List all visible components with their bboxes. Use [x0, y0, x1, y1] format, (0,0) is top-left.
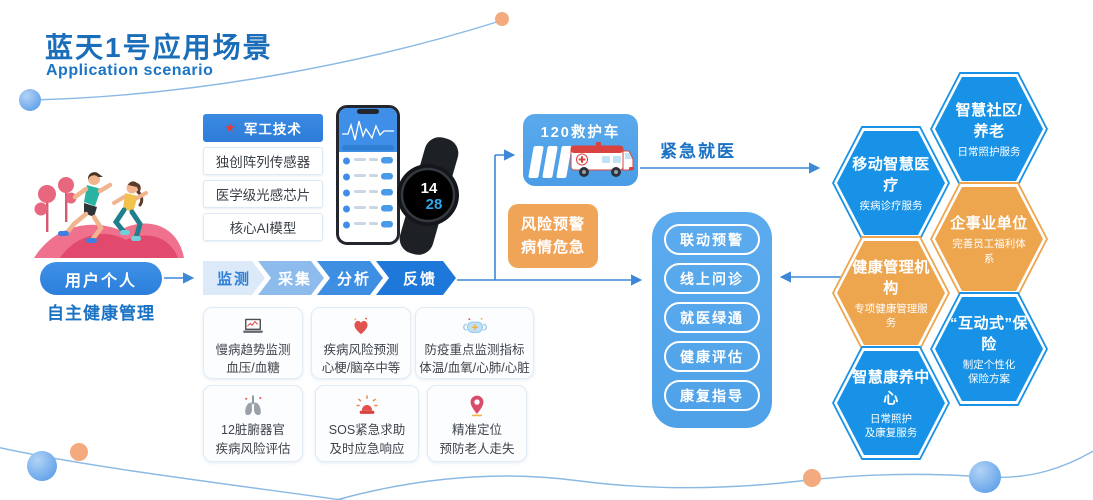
card-title: 慢病趋势监测	[215, 342, 291, 357]
speed-stripes	[528, 146, 572, 178]
card-subtitle: 血压/血糖	[226, 361, 280, 376]
service-item: 联动预警	[664, 224, 760, 255]
card-title: 精准定位	[451, 423, 502, 437]
page-title: 蓝天1号应用场景	[45, 32, 273, 63]
hexagon-subtitle: 日常照护 及康复服务	[864, 412, 918, 439]
page-subtitle: Application scenario	[46, 62, 214, 79]
hexagon-subtitle: 日常照护服务	[957, 145, 1021, 158]
laptop-chart-icon	[243, 318, 263, 333]
hexagon-title: 企事业单位	[950, 215, 1028, 233]
card-subtitle: 疾病风险评估	[215, 441, 291, 456]
orange-dot	[495, 12, 509, 26]
hexagon-title: “互动式”保险	[949, 314, 1028, 353]
ambulance-icon	[570, 142, 634, 177]
flow-step-feedback: 反馈	[376, 261, 456, 295]
hexagon-enterprises: 企事业单位 完善员工福利体系	[930, 182, 1048, 296]
star-icon: ★	[224, 120, 237, 135]
watch-illustration: 14 28	[397, 137, 459, 255]
feature-card: 精准定位 预防老人走失	[427, 385, 527, 462]
hexagon-smart-community: 智慧社区/养老 日常照护服务	[930, 72, 1048, 186]
emergency-care-label: 紧急就医	[660, 142, 736, 161]
tech-panel: ★ 军工技术 独创阵列传感器 医学级光感芯片 核心AI模型	[203, 114, 323, 246]
hexagon-subtitle: 疾病诊疗服务	[859, 199, 923, 212]
blue-dot	[27, 451, 57, 481]
watch-time-hour: 14	[421, 180, 438, 197]
feature-card: 12脏腑器官 疾病风险评估	[203, 385, 303, 462]
tech-item: 独创阵列传感器	[203, 147, 323, 175]
risk-line1: 风险预警	[520, 215, 585, 233]
runner-male	[58, 172, 113, 243]
location-pin-icon	[470, 395, 484, 417]
service-item: 健康评估	[664, 341, 760, 372]
hexagon-title: 智慧康养中心	[852, 368, 930, 407]
flow-step-monitor: 监测	[203, 261, 265, 295]
runners-illustration	[34, 172, 184, 258]
orange-dot	[70, 443, 88, 461]
runner-female	[112, 181, 148, 241]
devices-illustration: 14 28	[336, 105, 459, 255]
hexagon-interactive-insurance: “互动式”保险 制定个性化 保险方案	[930, 292, 1048, 406]
blue-dot	[969, 461, 1001, 493]
service-item: 就医绿通	[664, 302, 760, 333]
card-subtitle: 及时应急响应	[329, 441, 405, 456]
feature-card: SOS紧急求助 及时应急响应	[315, 385, 419, 462]
card-title: 防疫重点监测指标	[424, 342, 525, 357]
trees-illustration	[34, 177, 77, 232]
feature-card: 疾病风险预测 心梗/脑卒中等	[311, 307, 411, 379]
card-title: SOS紧急求助	[328, 423, 406, 437]
flow-step-collect: 采集	[258, 261, 324, 295]
feature-card: 防疫重点监测指标 体温/血氧/心肺/心脏	[415, 307, 534, 379]
lungs-icon	[245, 395, 262, 416]
hexagon-subtitle: 专项健康管理服务	[854, 302, 928, 329]
phone-illustration	[336, 105, 400, 245]
risk-warning-box: 风险预警 病情危急	[508, 204, 598, 268]
hexagon-mobile-smart-medical: 移动智慧医疗 疾病诊疗服务	[832, 126, 950, 240]
tech-item: 核心AI模型	[203, 213, 323, 241]
watch-time-minute: 28	[426, 196, 443, 213]
card-subtitle: 心梗/脑卒中等	[321, 361, 401, 376]
risk-line2: 病情危急	[520, 239, 585, 256]
ambulance-120-box: 120救护车	[523, 114, 638, 186]
service-item: 线上问诊	[664, 263, 760, 294]
card-subtitle: 体温/血氧/心肺/心脏	[419, 361, 530, 376]
tech-header: ★ 军工技术	[203, 114, 323, 142]
service-item: 康复指导	[664, 380, 760, 411]
card-title: 12脏腑器官	[221, 423, 285, 437]
blue-dot	[19, 89, 41, 111]
hexagon-title: 移动智慧医疗	[852, 155, 930, 194]
hexagon-title: 智慧社区/养老	[955, 101, 1023, 140]
hexagon-subtitle: 完善员工福利体系	[952, 238, 1026, 265]
user-individual-pill: 用户个人	[40, 262, 162, 295]
flow-step-analyze: 分析	[317, 261, 383, 295]
ambulance-label: 120救护车	[540, 125, 621, 141]
hexagon-smart-wellness-center: 智慧康养中心 日常照护 及康复服务	[832, 346, 950, 460]
services-panel: 联动预警 线上问诊 就医绿通 健康评估 康复指导	[652, 212, 772, 428]
card-title: 疾病风险预测	[323, 342, 399, 357]
hexagon-health-management-org: 健康管理机构 专项健康管理服务	[832, 236, 950, 350]
feature-card: 慢病趋势监测 血压/血糖	[203, 307, 303, 379]
tech-header-label: 军工技术	[243, 122, 302, 137]
card-subtitle: 预防老人走失	[439, 441, 515, 456]
tech-item: 医学级光感芯片	[203, 180, 323, 208]
heart-icon	[354, 317, 368, 335]
hexagon-subtitle: 制定个性化 保险方案	[962, 358, 1016, 385]
user-caption: 自主健康管理	[47, 304, 155, 323]
mask-icon	[462, 317, 487, 333]
orange-dot	[803, 469, 821, 487]
siren-icon	[356, 395, 378, 414]
hexagon-title: 健康管理机构	[852, 258, 930, 297]
